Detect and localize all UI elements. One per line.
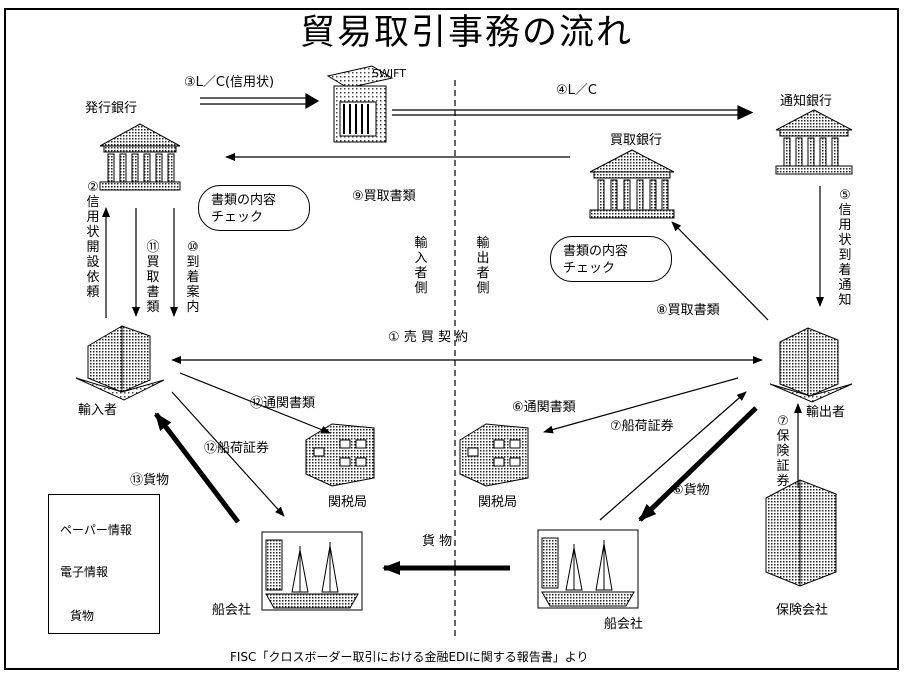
step-9-label: ⑨買取書類	[352, 189, 416, 204]
arrow-s12-docs	[179, 372, 331, 434]
step-7-bl-label: ⑦船荷証券	[610, 419, 674, 434]
shipping-left-label: 船会社	[212, 603, 252, 618]
step-4-label: ④L／C	[556, 83, 597, 98]
ship-left-icon	[261, 531, 363, 611]
arrow-s6-cargo	[638, 406, 758, 522]
step-11-label: ⑪買取書類	[146, 240, 160, 315]
legend-paper-label: ペーパー情報	[60, 523, 132, 537]
customs-right-label: 関税局	[478, 495, 518, 510]
legend-cargo-label: 貨物	[70, 609, 95, 623]
issuing-bank-label: 発行銀行	[85, 101, 138, 116]
ship-right-icon	[537, 529, 639, 609]
arrow-s7-bl	[599, 391, 747, 521]
insurer-label: 保険会社	[776, 603, 829, 618]
arrow-s12-bl	[171, 391, 285, 517]
check-box-right: 書類の内容 チェック	[550, 236, 672, 282]
legend-electronic-label: 電子情報	[60, 565, 109, 579]
negotiating-bank-label: 買取銀行	[610, 133, 663, 148]
exporter-side-label: 輸出者側	[476, 236, 490, 296]
step-12-bl-label: ⑫船荷証券	[204, 441, 270, 456]
step-6-docs-label: ⑥通関書類	[512, 400, 576, 415]
customs-left-icon	[305, 423, 375, 487]
importer-side-label: 輸入者側	[414, 236, 428, 296]
cargo-label: 貨 物	[422, 534, 453, 549]
arrow-s3	[200, 92, 320, 110]
insurer-building-icon	[765, 479, 837, 587]
check-box-right-line1: 書類の内容	[563, 244, 629, 259]
advising-bank-label: 通知銀行	[780, 94, 833, 109]
importer-label: 輸入者	[78, 403, 118, 418]
issuing-bank-icon	[99, 123, 181, 191]
step-7-ins-label: ⑦保険証券	[776, 414, 790, 489]
importer-building-icon	[75, 325, 165, 401]
customs-left-label: 関税局	[328, 495, 368, 510]
step-6-cargo-label: ⑥貨物	[672, 483, 710, 498]
step-10-label: ⑩到着案内	[186, 240, 200, 315]
exporter-label: 輸出者	[806, 405, 846, 420]
exporter-building-icon	[769, 327, 853, 403]
step-8-label: ⑧買取書類	[656, 303, 720, 318]
arrow-s8	[671, 221, 769, 321]
diagram-frame	[4, 8, 899, 670]
step-2-label: ②信用状開設依頼	[86, 180, 100, 300]
arrow-s13-cargo	[154, 412, 240, 524]
arrow-s4	[392, 105, 754, 120]
swift-terminal-icon	[326, 65, 394, 143]
swift-label: SWIFT	[372, 67, 406, 80]
check-box-left: 書類の内容 チェック	[198, 185, 310, 231]
step-3-label: ③L／C(信用状)	[184, 75, 275, 90]
source-note: FISC「クロスボーダー取引における金融EDIに関する報告書」より	[230, 650, 589, 664]
arrow-s6-docs	[543, 377, 739, 434]
check-box-right-line2: チェック	[563, 261, 616, 276]
step-5-label: ⑤信用状到着通知	[838, 188, 852, 308]
step-1-label: ① 売 買 契 約	[388, 330, 469, 345]
page-title: 貿易取引事務の流れ	[300, 13, 634, 53]
check-box-left-line2: チェック	[211, 210, 264, 225]
shipping-right-label: 船会社	[604, 617, 644, 632]
step-13-label: ⑬貨物	[130, 473, 170, 488]
check-box-left-line1: 書類の内容	[211, 193, 277, 208]
step-12-docs-label: ⑫通関書類	[250, 396, 316, 411]
advising-bank-icon	[775, 109, 853, 175]
customs-right-icon	[459, 423, 529, 487]
legend	[48, 494, 160, 634]
negotiating-bank-icon	[589, 149, 675, 219]
